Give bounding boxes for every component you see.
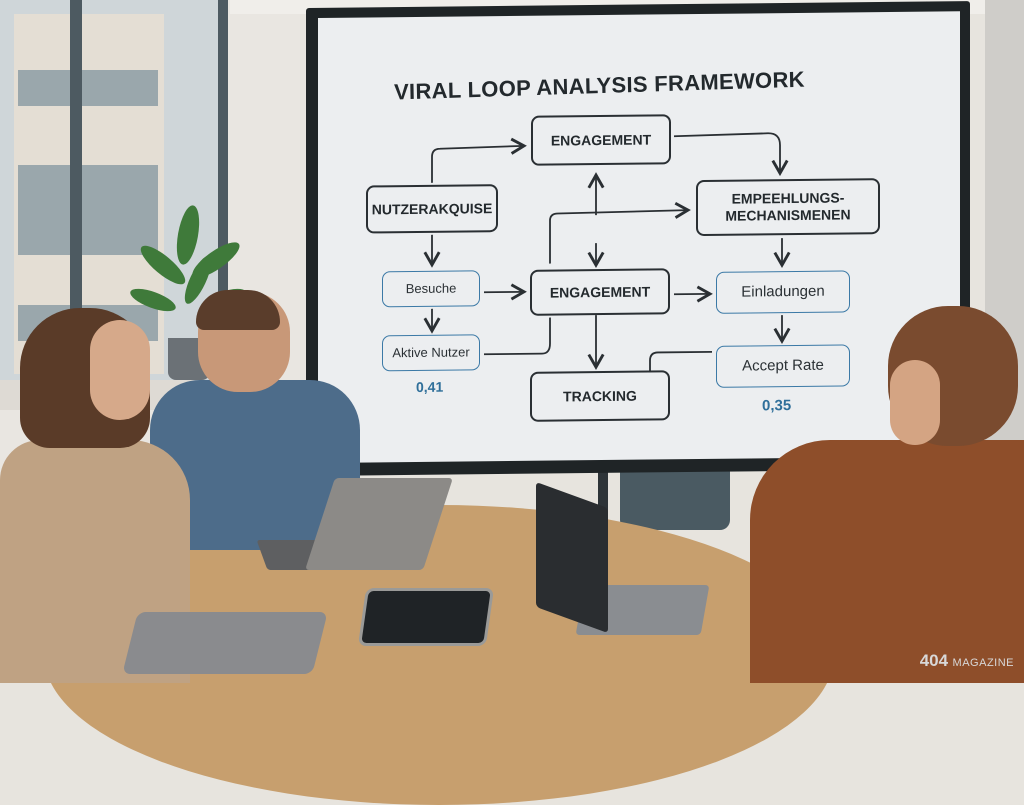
node-empfehlungsmechanismen: EMPEEHLUNGS- MECHANISMENEN [696,178,880,237]
node-label: ENGAGEMENT [550,131,652,149]
building-window-row [18,165,158,255]
person-left-face [90,320,150,420]
diagram-connectors [423,132,791,373]
display-stand [598,440,608,530]
node-engagement-top: ENGAGEMENT [531,114,671,166]
watermark-text: MAGAZINE [952,657,1014,669]
building-window-row [18,70,158,106]
node-engagement-mid: ENGAGEMENT [530,268,670,316]
node-label: TRACKING [563,387,637,405]
node-accept-rate: Accept Rate [716,344,850,388]
tablet [357,588,495,646]
node-nutzerakquise: NUTZERAKQUISE [366,184,498,234]
node-label-line2: MECHANISMENEN [725,206,851,224]
node-label: Aktive Nutzer [392,344,470,361]
node-aktive-nutzer: Aktive Nutzer [382,334,480,372]
node-tracking: TRACKING [530,370,670,422]
node-label: Accept Rate [742,356,824,375]
person-center-hair [196,290,280,330]
node-label-line1: EMPEEHLUNGS- [731,189,845,207]
node-besuche: Besuche [382,270,480,308]
metric-aktive-nutzer: 0,41 [416,378,444,395]
closed-laptop [122,612,328,674]
display-screen: VIRAL LOOP ANALYSIS FRAMEWORK ENGAGEMENT… [318,11,960,464]
node-label: Besuche [405,280,457,297]
window-mullion [70,0,82,388]
person-right-face [890,360,940,445]
node-label: NUTZERAKQUISE [371,199,493,218]
watermark-number: 404 [919,651,949,670]
node-label: Einladungen [741,282,825,301]
metric-accept-rate: 0,35 [762,397,792,415]
person-right-sweater [750,440,1024,683]
node-einladungen: Einladungen [716,270,850,314]
watermark: 404 MAGAZINE [920,651,1014,671]
laptop-right-screen [536,481,608,634]
node-label: ENGAGEMENT [549,283,651,301]
